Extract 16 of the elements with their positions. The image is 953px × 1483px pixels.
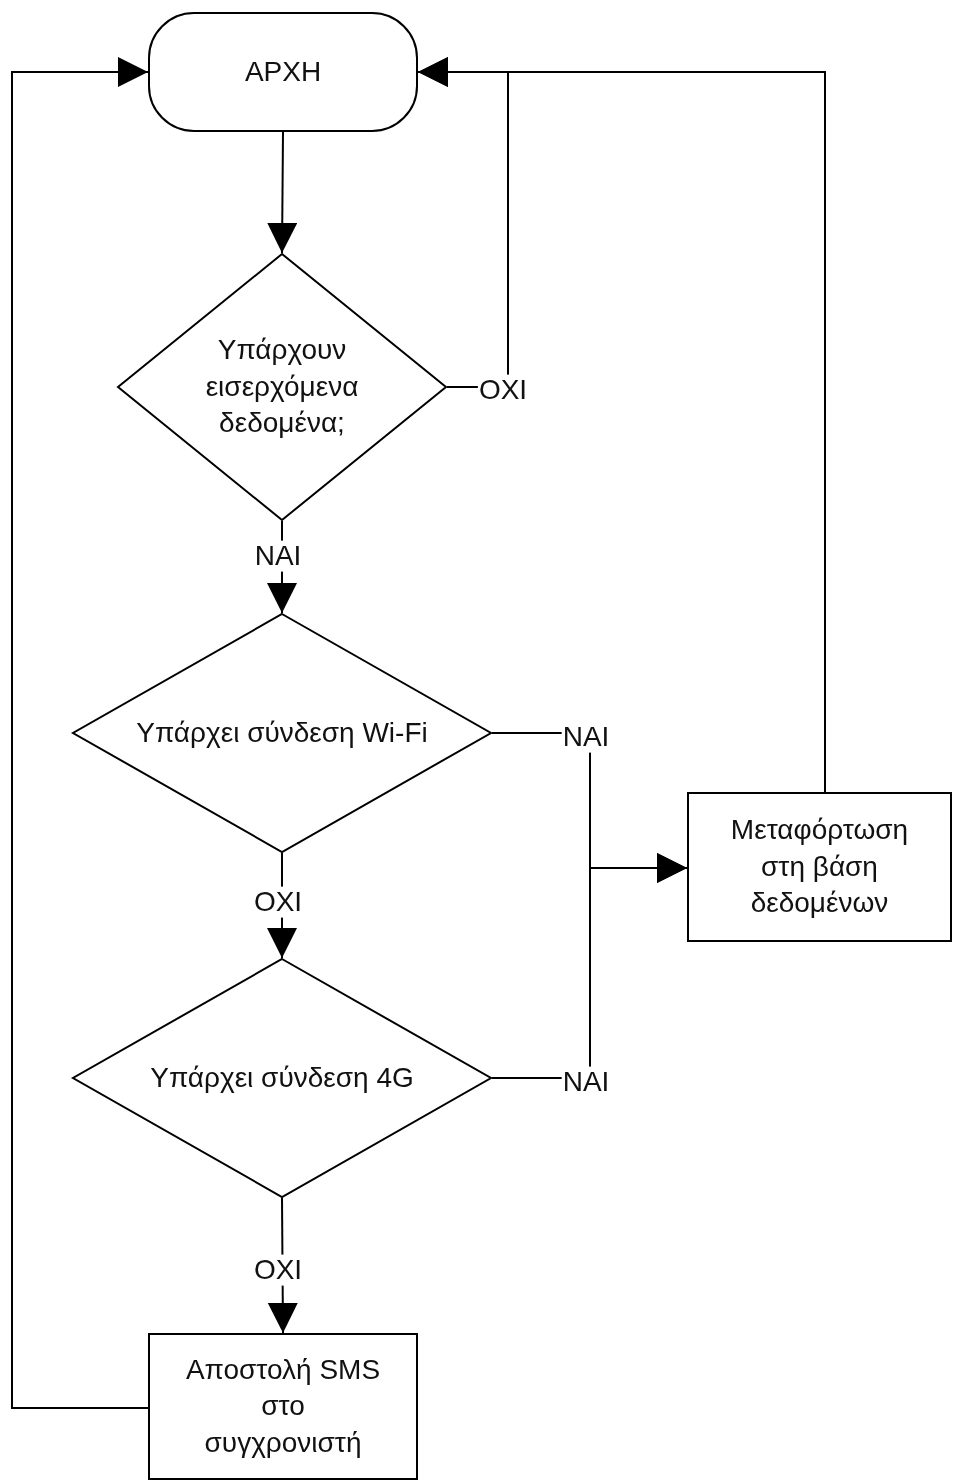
node-text: Αποστολή SMS στο συγχρονιστή [184, 1352, 382, 1460]
decision-diamond [72, 958, 492, 1198]
decision-diamond [72, 613, 492, 853]
decision-diamond [117, 253, 447, 521]
arrow [417, 57, 826, 793]
arrow [11, 57, 149, 1409]
process-box [148, 1333, 418, 1480]
arrow [491, 853, 688, 1079]
node-text: Υπάρχει σύνδεση 4G [150, 1060, 414, 1095]
node-text: Υπάρχουν εισερχόμενα δεδομένα; [204, 333, 360, 441]
process-box [687, 792, 952, 942]
arrow [267, 131, 298, 254]
node-text: Υπάρχει σύνδεση Wi-Fi [136, 715, 428, 750]
node-text: Μεταφόρτωση στη βάση δεδομένων [729, 813, 910, 921]
node-text: ΑΡΧΗ [244, 54, 322, 89]
start-terminal [148, 12, 418, 132]
